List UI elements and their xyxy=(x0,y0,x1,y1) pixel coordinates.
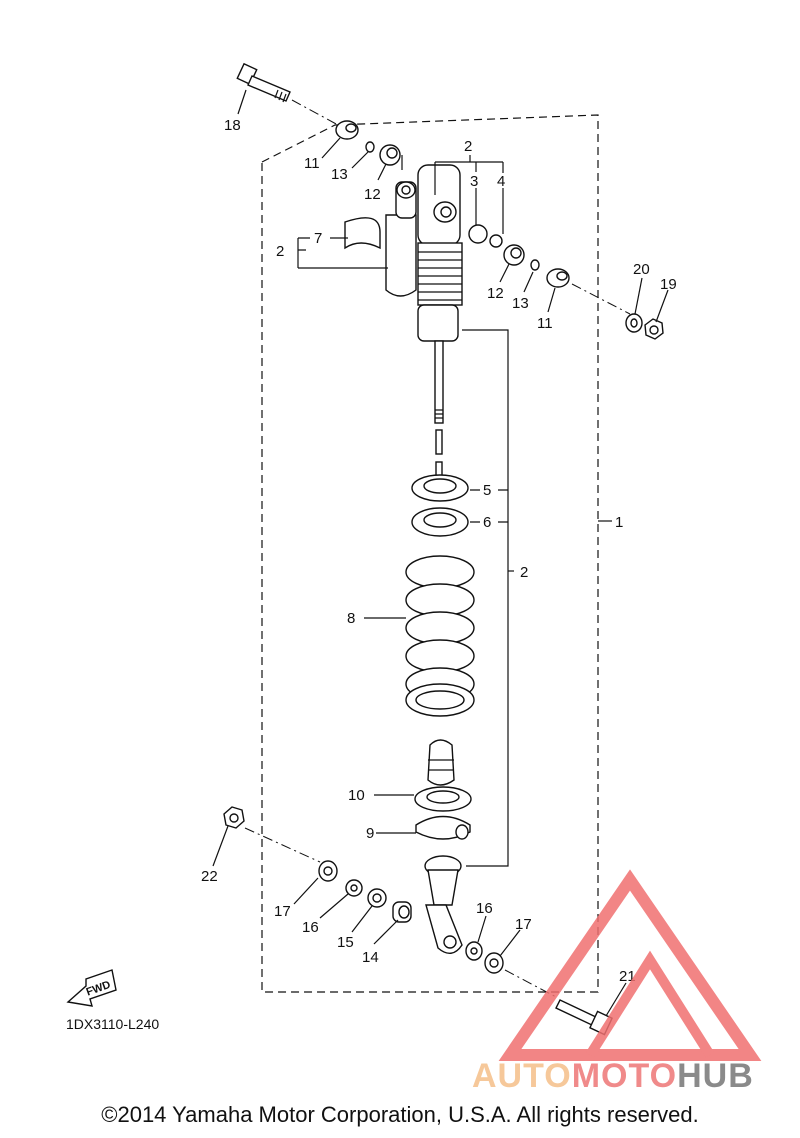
collar-11-top xyxy=(335,120,359,140)
label-12-top: 12 xyxy=(364,186,381,203)
automotohub-logo-icon xyxy=(498,869,762,1061)
bump-stop xyxy=(427,739,455,786)
watermark-auto: AUTO xyxy=(472,1057,572,1095)
label-4: 4 xyxy=(497,173,505,190)
label-6: 6 xyxy=(483,514,491,531)
washer-17-right xyxy=(484,952,504,974)
label-11-top: 11 xyxy=(304,155,320,172)
bolt-21 xyxy=(555,999,613,1036)
label-10: 10 xyxy=(348,787,365,804)
label-11-right: 11 xyxy=(537,315,553,332)
watermark-hub: HUB xyxy=(677,1057,754,1095)
label-7: 7 xyxy=(314,230,322,247)
label-15: 15 xyxy=(337,934,354,951)
label-14: 14 xyxy=(362,949,379,966)
shock-body xyxy=(417,164,463,481)
label-19: 19 xyxy=(660,276,677,293)
label-2-left: 2 xyxy=(276,243,284,260)
leader-lines xyxy=(212,89,669,1017)
label-8: 8 xyxy=(347,610,355,627)
label-1: 1 xyxy=(615,514,623,531)
label-13-right: 13 xyxy=(512,295,529,312)
collar-11-right xyxy=(546,268,570,288)
label-12-right: 12 xyxy=(487,285,504,302)
diagram-code: 1DX3110-L240 xyxy=(66,1016,160,1032)
part-number-labels: 18 11 13 12 2 3 4 7 2 12 13 11 20 19 5 6… xyxy=(201,117,677,985)
washer-20 xyxy=(625,313,643,333)
oring-13-top xyxy=(365,141,375,153)
label-16-right: 16 xyxy=(476,900,493,917)
oil-seal-15 xyxy=(367,888,387,908)
bearing-12-top xyxy=(379,144,401,166)
spring-guide-10 xyxy=(414,786,472,812)
bolt-18 xyxy=(236,62,291,103)
watermark-moto: MOTO xyxy=(571,1057,678,1095)
label-3: 3 xyxy=(470,173,478,190)
label-2-top: 2 xyxy=(464,138,472,155)
nut-19 xyxy=(644,318,664,340)
fwd-arrow-icon: FWD xyxy=(66,969,117,1007)
label-16-left: 16 xyxy=(302,919,319,936)
assembly-boundary xyxy=(261,114,599,993)
label-17-left: 17 xyxy=(274,903,291,920)
nut-22 xyxy=(223,806,245,829)
bushing-3 xyxy=(468,224,488,244)
lower-clevis xyxy=(424,855,463,954)
watermark-text: AUTOMOTOHUB xyxy=(472,1057,754,1096)
spring-seat-9 xyxy=(415,815,471,840)
label-2-long: 2 xyxy=(520,564,528,581)
adjusting-nut-6 xyxy=(411,507,469,537)
label-20: 20 xyxy=(633,261,650,278)
reservoir xyxy=(344,181,417,297)
collar-16-left xyxy=(345,879,363,897)
label-18: 18 xyxy=(224,117,241,134)
oring-13-right xyxy=(530,259,540,271)
locknut-5 xyxy=(411,474,469,502)
label-9: 9 xyxy=(366,825,374,842)
bearing-12-right xyxy=(503,244,525,266)
spring-8 xyxy=(405,555,475,717)
label-13-top: 13 xyxy=(331,166,348,183)
label-22: 22 xyxy=(201,868,218,885)
washer-17-left xyxy=(318,860,338,882)
bearing-14 xyxy=(392,901,412,923)
label-5: 5 xyxy=(483,482,491,499)
label-17-right: 17 xyxy=(515,916,532,933)
copyright-notice: ©2014 Yamaha Motor Corporation, U.S.A. A… xyxy=(101,1102,699,1127)
collar-16-right xyxy=(465,941,483,961)
oring-4 xyxy=(489,234,503,248)
